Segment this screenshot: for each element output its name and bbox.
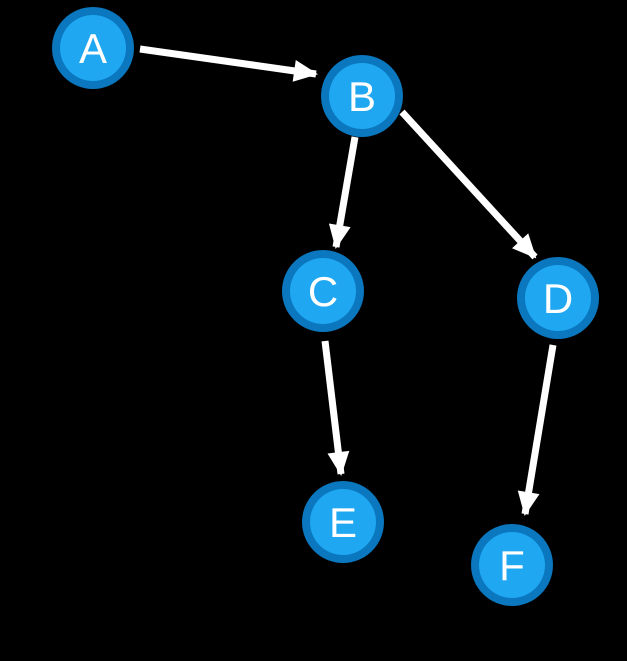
node-A[interactable]: A — [52, 7, 134, 89]
node-F[interactable]: F — [471, 524, 553, 606]
edge-D-F[interactable] — [517, 344, 557, 516]
node-B-circle — [329, 63, 395, 129]
edge-C-E[interactable] — [321, 340, 350, 476]
edge-A-B[interactable] — [139, 45, 318, 82]
node-D-circle — [525, 265, 591, 331]
edge-B-D[interactable] — [399, 109, 538, 260]
node-C-circle — [290, 258, 356, 324]
node-B[interactable]: B — [321, 55, 403, 137]
node-D[interactable]: D — [517, 257, 599, 339]
node-C[interactable]: C — [282, 250, 364, 332]
node-F-circle — [479, 532, 545, 598]
node-A-circle — [60, 15, 126, 81]
node-E-circle — [310, 489, 376, 555]
edge-B-C[interactable] — [328, 136, 359, 249]
node-E[interactable]: E — [302, 481, 384, 563]
